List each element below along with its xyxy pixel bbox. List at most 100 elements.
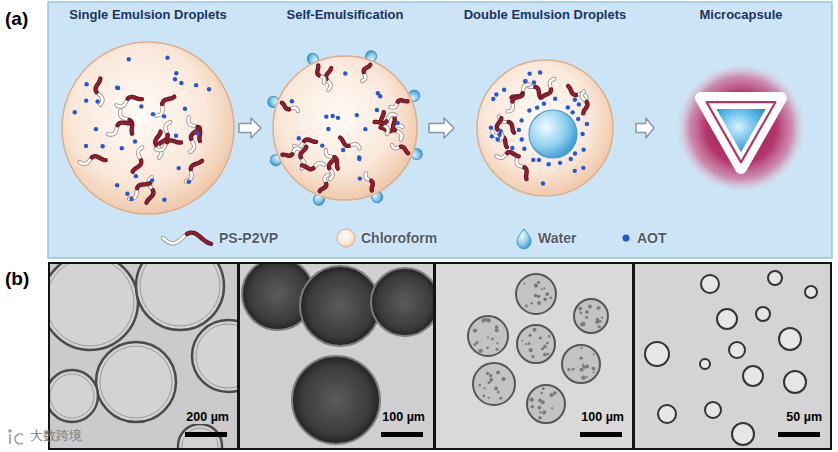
aot-dot — [343, 71, 347, 75]
aot-dot — [489, 125, 493, 129]
texture-speck — [540, 392, 543, 395]
p2vp-block-outline — [507, 151, 518, 157]
legend-item: Chloroform — [336, 228, 437, 248]
texture-speck — [529, 348, 533, 352]
ps-p2vp-chain — [391, 143, 409, 153]
texture-speck — [531, 355, 534, 358]
aot-dot — [326, 127, 330, 131]
texture-speck — [495, 328, 499, 332]
p2vp-block — [320, 183, 327, 193]
p2vp-block — [133, 159, 142, 173]
aot-dot — [581, 166, 585, 170]
droplet-image — [574, 299, 608, 333]
aot-dot — [491, 97, 495, 101]
aot-dot — [173, 77, 177, 81]
stage-art — [62, 42, 234, 214]
legend-swatch — [515, 228, 533, 248]
scale-bar-label: 100 µm — [579, 410, 626, 424]
capsule-image — [700, 359, 710, 369]
texture-speck — [538, 406, 542, 410]
aot-dot — [134, 174, 138, 178]
texture-speck — [528, 342, 531, 345]
texture-speck — [538, 398, 542, 402]
capsule-image — [701, 275, 719, 293]
p2vp-block-outline — [302, 164, 314, 171]
p2vp-block-outline — [542, 87, 552, 99]
aot-dot — [100, 144, 104, 148]
p2vp-block-outline — [280, 103, 290, 110]
watermark: 大数跨境 — [30, 428, 82, 444]
logo-stroke — [9, 434, 11, 444]
stage-node: Self-Emulsification — [262, 6, 428, 224]
aot-dot — [585, 122, 589, 126]
capsule-image — [658, 405, 676, 423]
p2vp-block-outline — [147, 190, 154, 203]
aot-dot — [165, 56, 169, 60]
legend-item: Water — [515, 228, 576, 248]
inner-water-droplet — [529, 110, 577, 158]
aot-dot — [573, 98, 577, 102]
scale-bar — [185, 432, 227, 437]
droplet-rim — [100, 346, 172, 418]
texture-speck — [481, 318, 485, 322]
p2vp-block-outline — [314, 65, 322, 75]
texture-speck — [572, 368, 575, 371]
texture-speck — [537, 281, 540, 284]
ps-p2vp-chain — [186, 116, 205, 141]
texture-speck — [595, 320, 599, 324]
p2vp-block — [137, 179, 151, 192]
texture-speck — [490, 380, 492, 382]
texture-speck — [548, 335, 551, 338]
stage-node: Double Emulsion Droplets — [455, 6, 635, 224]
stage-node: Microcapsule — [655, 6, 827, 224]
aot-dot — [558, 161, 562, 165]
droplet-rim — [196, 324, 237, 388]
texture-speck — [533, 328, 537, 332]
droplet-image — [50, 370, 98, 422]
aot-dot — [527, 71, 531, 75]
p2vp-block — [326, 68, 331, 79]
aot-dot — [566, 105, 570, 109]
texture-speck — [543, 345, 547, 349]
texture-speck — [567, 368, 570, 371]
p2vp-block — [375, 117, 387, 126]
texture-speck — [543, 413, 545, 415]
texture-speck — [487, 336, 489, 338]
droplet-image — [292, 356, 380, 444]
aot-dot — [133, 139, 137, 143]
texture-speck — [496, 348, 499, 351]
ps-p2vp-chain — [542, 78, 556, 100]
water-sample — [517, 229, 531, 249]
capsule-image — [779, 328, 801, 350]
aot-dot — [569, 157, 573, 161]
legend-text: PS-P2VP — [219, 230, 278, 246]
aot-dot — [581, 147, 585, 151]
legend-text: AOT — [637, 230, 667, 246]
texture-speck — [538, 416, 542, 420]
p2vp-block — [147, 190, 154, 203]
p2vp-block — [155, 132, 162, 145]
stage-art — [266, 49, 424, 207]
scale-bar — [381, 432, 423, 437]
legend-swatch — [336, 228, 356, 248]
stage-illustration — [53, 26, 243, 222]
panel-letter: (b) — [5, 268, 29, 290]
texture-speck — [525, 343, 527, 345]
aot-dot — [527, 108, 531, 112]
ps-p2vp-chain — [324, 148, 342, 168]
aot-dot — [358, 176, 362, 180]
stage-illustration — [646, 26, 836, 222]
p2vp-block — [582, 102, 588, 113]
ps-p2vp-chain — [163, 233, 211, 244]
ps-block — [188, 139, 196, 153]
aot-dot — [510, 146, 514, 150]
aot-dot — [150, 178, 154, 182]
droplet-rim — [50, 264, 134, 346]
texture-speck — [601, 317, 603, 319]
ps-p2vp-chain — [375, 113, 397, 127]
aot-dot — [576, 117, 580, 121]
texture-speck — [499, 397, 502, 400]
texture-speck — [543, 298, 547, 302]
aot-dot — [519, 118, 523, 122]
ps-p2vp-chain — [79, 154, 106, 165]
